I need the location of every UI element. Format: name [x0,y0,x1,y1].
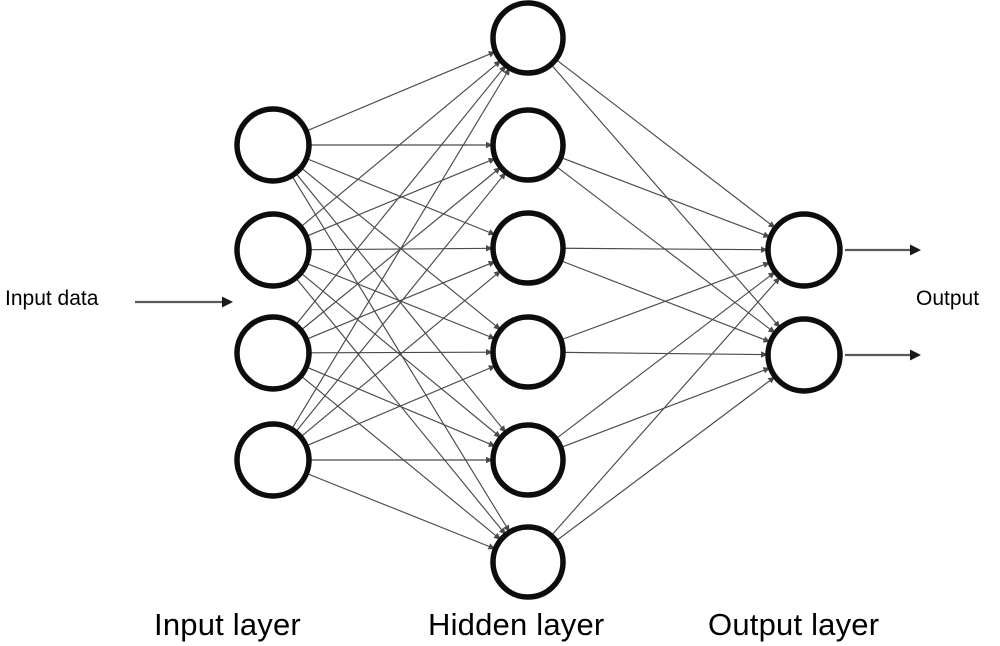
connection-input-arrowhead [486,456,493,464]
output-layer-label: Output layer [708,607,880,642]
hidden-layer-neuron-1 [490,0,566,76]
connection-hidden-6-to-1 [550,276,781,537]
node-group-hidden-layer [490,0,566,600]
node-group-output-layer [765,211,843,394]
connection-input-4-to-1 [291,67,511,430]
connection-hidden-4-to-2 [562,351,769,356]
connection-input-3-to-5 [305,366,496,447]
hidden-layer-neuron-2 [490,107,566,183]
connection-hidden-1-to-2 [550,64,781,329]
input-layer-neuron-4 [234,421,312,499]
hidden-layer-neuron-3 [490,210,566,286]
connection-input-arrowhead [486,141,493,149]
connection-input-4-to-2 [295,171,507,433]
input-layer-neuron-2 [234,211,312,289]
input-data-arrow-head [222,296,233,308]
connection-input-1-to-3 [306,157,496,236]
hidden-layer-neuron-4 [490,314,566,390]
connection-input-1-to-1 [305,51,496,132]
input-layer-label: Input layer [154,607,301,642]
connection-input-2-to-2 [306,157,496,237]
connection-input-2-to-5 [300,272,502,439]
io-arrow-group [135,244,921,361]
connection-input-4-to-4 [305,365,496,447]
connection-input-2-to-1 [300,59,502,228]
hidden-layer-label: Hidden layer [428,607,605,642]
input-layer-neuron-3 [234,314,312,392]
output-arrow-1-head [910,244,921,256]
connection-input-arrowhead [485,348,493,356]
connection-hidden-5-to-2 [560,367,771,449]
connection-input-3-to-6 [300,375,502,541]
connection-hidden-arrowhead [760,246,768,253]
hidden-layer-neuron-5 [490,422,566,498]
output-arrow-2-head [910,349,921,361]
connection-hidden-2-to-1 [560,156,771,238]
connection-input-3-to-4 [308,351,494,354]
output-layer-neuron-2 [765,316,843,394]
connection-input-3-to-1 [295,64,507,326]
output-label: Output [916,287,980,310]
input-layer-neuron-1 [234,106,312,184]
connection-input-4-to-3 [300,269,502,438]
connection-hidden-arrowhead [760,351,768,358]
node-group-input-layer [234,106,312,499]
input-data-label: Input data [5,287,99,310]
edge-group-input-to-hidden [291,51,511,550]
hidden-layer-neuron-6 [490,524,566,600]
connection-hidden-5-to-1 [555,271,776,440]
connection-input-arrowhead [485,245,493,252]
connection-hidden-2-to-2 [555,165,776,334]
connection-hidden-3-to-1 [562,247,769,251]
connection-hidden-4-to-1 [560,261,771,341]
edge-group-hidden-to-output [550,58,781,542]
output-layer-neuron-1 [765,211,843,289]
connection-hidden-6-to-2 [555,376,776,542]
connection-input-3-to-3 [306,260,496,340]
connection-input-4-to-6 [306,472,496,550]
connection-hidden-1-to-1 [555,58,776,229]
